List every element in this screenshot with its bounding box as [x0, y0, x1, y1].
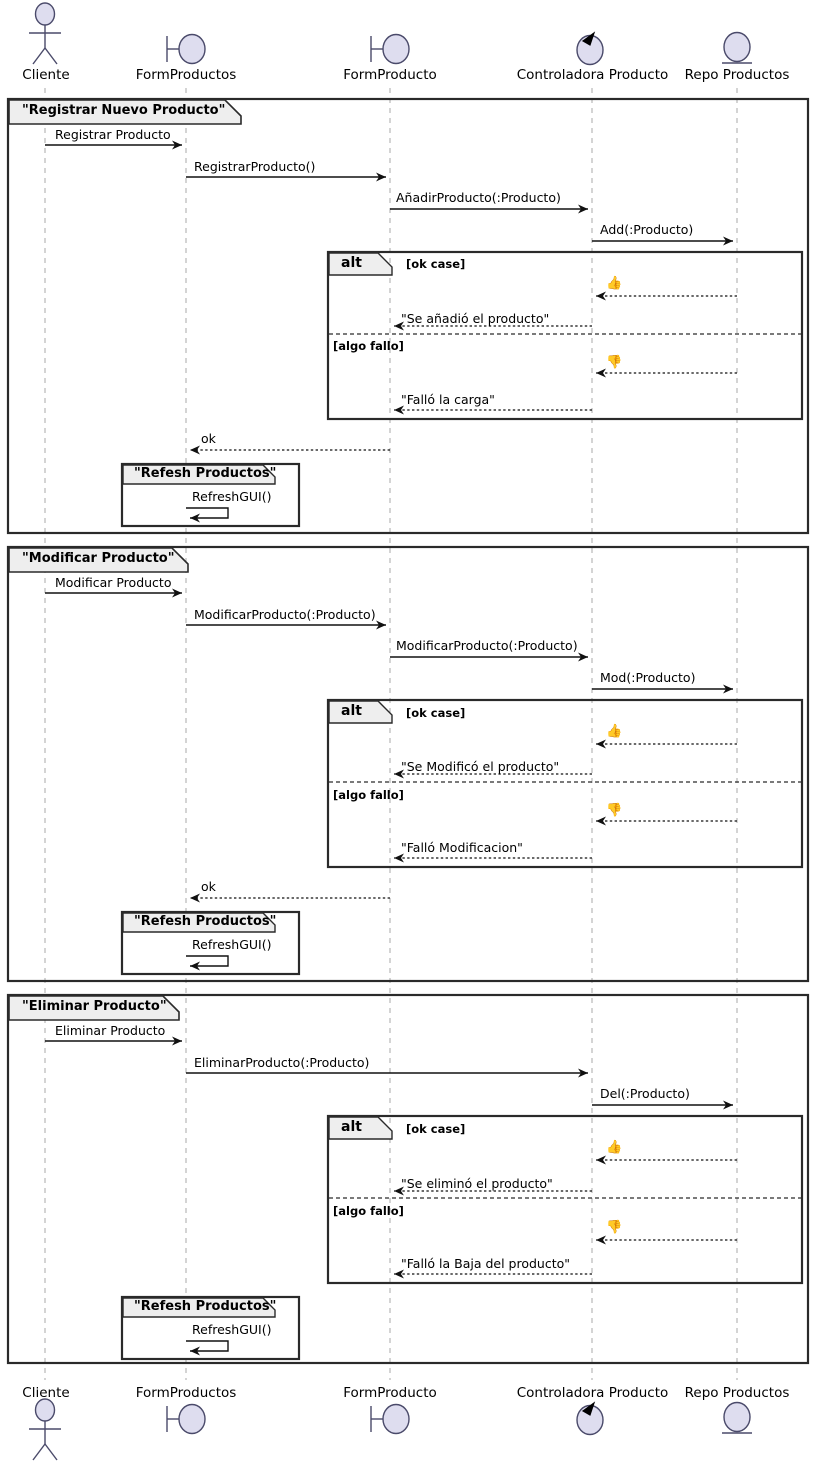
control-icon: [576, 1401, 604, 1436]
message-label: EliminarProducto(:Producto): [194, 1055, 370, 1070]
participant-label-repo[interactable]: Repo Productos: [684, 1385, 790, 1401]
alt-fragment: [326, 1114, 804, 1285]
boundary-icon: [166, 1403, 206, 1435]
message-label: "Se Modificó el producto": [401, 759, 560, 774]
message-label: Del(:Producto): [600, 1086, 690, 1101]
boundary-icon: [370, 1403, 410, 1435]
participant-label-formproductos[interactable]: FormProductos: [135, 1385, 237, 1401]
actor-icon: [29, 1398, 61, 1461]
alt-guard: [ok case]: [406, 257, 466, 271]
frame-modificar: [6, 545, 810, 983]
message-label: Eliminar Producto: [55, 1023, 166, 1038]
message-label: ok: [201, 431, 216, 446]
message-label: Registrar Producto: [55, 127, 171, 142]
alt-keyword: alt: [341, 255, 362, 271]
participant-label-formproductos[interactable]: FormProductos: [135, 67, 237, 83]
frame-title-eliminar: "Eliminar Producto": [22, 999, 167, 1014]
thumbs-down-icon: 👎: [606, 803, 623, 818]
lifelines: [44, 88, 738, 1380]
alt-guard: [algo fallo]: [333, 339, 404, 353]
alt-fragment: [326, 698, 804, 869]
participant-label-repo[interactable]: Repo Productos: [684, 67, 790, 83]
participant-label-formproducto[interactable]: FormProducto: [343, 67, 437, 83]
message-label: "Falló la carga": [401, 392, 495, 407]
self-message-label: RefreshGUI(): [192, 937, 272, 952]
message-label: Mod(:Producto): [600, 670, 696, 685]
message-label: RegistrarProducto(): [194, 159, 316, 174]
message-label: Add(:Producto): [600, 222, 694, 237]
actor-icon: [29, 2, 61, 65]
message-label: "Falló Modificacion": [401, 840, 523, 855]
entity-icon: [722, 31, 752, 64]
message-label: "Se añadió el producto": [401, 311, 550, 326]
participant-icons-bottom: [29, 1398, 752, 1461]
message-label: AñadirProducto(:Producto): [396, 190, 561, 205]
nested-frame-title: "Refesh Productos": [134, 1299, 277, 1314]
message-label: "Se eliminó el producto": [401, 1176, 553, 1191]
self-message-arrow: [186, 955, 229, 971]
frame-title-registrar: "Registrar Nuevo Producto": [22, 103, 226, 118]
nested-frame-refesh: [120, 910, 301, 976]
thumbs-down-icon: 👎: [606, 355, 623, 370]
self-message-label: RefreshGUI(): [192, 489, 272, 504]
message-label: ModificarProducto(:Producto): [194, 607, 376, 622]
participant-label-formproducto[interactable]: FormProducto: [343, 1385, 437, 1401]
thumbs-up-icon: 👍: [606, 724, 623, 739]
alt-keyword: alt: [341, 1119, 362, 1135]
entity-icon: [722, 1401, 752, 1434]
participant-label-cliente[interactable]: Cliente: [22, 1385, 70, 1401]
self-message-arrow: [186, 507, 229, 523]
frame-eliminar: [6, 993, 810, 1365]
boundary-icon: [166, 33, 206, 65]
boundary-icon: [370, 33, 410, 65]
participant-label-cliente[interactable]: Cliente: [22, 67, 70, 83]
nested-frame-refesh: [120, 1295, 301, 1361]
alt-fragment: [326, 250, 804, 421]
alt-guard: [ok case]: [406, 1122, 466, 1136]
alt-keyword: alt: [341, 703, 362, 719]
alt-guard: [algo fallo]: [333, 788, 404, 802]
frame-registrar: [6, 97, 810, 535]
alt-guard: [ok case]: [406, 706, 466, 720]
thumbs-down-icon: 👎: [606, 1220, 623, 1235]
participant-label-controladora[interactable]: Controladora Producto: [516, 67, 669, 83]
message-label: Modificar Producto: [55, 575, 172, 590]
alt-guard: [algo fallo]: [333, 1204, 404, 1218]
thumbs-up-icon: 👍: [606, 1140, 623, 1155]
participant-icons-top: [29, 2, 752, 66]
thumbs-up-icon: 👍: [606, 276, 623, 291]
message-label: ok: [201, 879, 216, 894]
nested-frame-title: "Refesh Productos": [134, 466, 277, 481]
message-label: "Falló la Baja del producto": [401, 1256, 571, 1271]
nested-frame-title: "Refesh Productos": [134, 914, 277, 929]
message-label: ModificarProducto(:Producto): [396, 638, 578, 653]
self-message-label: RefreshGUI(): [192, 1322, 272, 1337]
self-message-arrow: [186, 1340, 229, 1356]
control-icon: [576, 31, 604, 66]
participant-label-controladora[interactable]: Controladora Producto: [516, 1385, 669, 1401]
nested-frame-refesh: [120, 462, 301, 528]
frame-title-modificar: "Modificar Producto": [22, 551, 175, 566]
